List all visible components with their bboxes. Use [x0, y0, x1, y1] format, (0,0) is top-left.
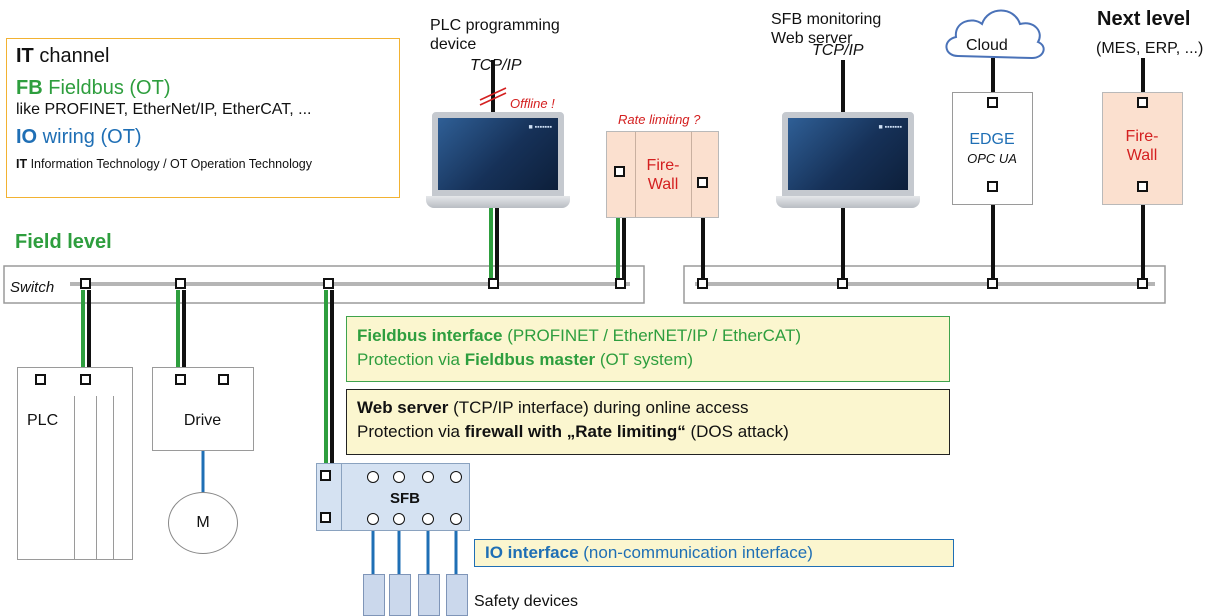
- legend-fb-examples: like PROFINET, EtherNet/IP, EtherCAT, ..…: [16, 101, 312, 118]
- motor: M: [168, 492, 238, 554]
- fieldbus-cable-laptop1: [489, 200, 499, 284]
- cloud-label: Cloud: [966, 37, 1008, 54]
- drive-device: Drive: [152, 367, 254, 451]
- legend-fb: FB Fieldbus (OT): [16, 77, 171, 99]
- sfb-terminal-top-1: [367, 471, 379, 483]
- offline-break-2: [479, 92, 507, 106]
- plc-prog-protocol: TCP/IP: [470, 57, 522, 74]
- io-info-box: IO interface (non-communication interfac…: [474, 539, 954, 567]
- safety-devices-label: Safety devices: [474, 593, 579, 610]
- plc-programming-label: PLC programming device: [430, 17, 560, 53]
- offline-break-1: [479, 87, 507, 101]
- cloud-shape: [945, 9, 1045, 60]
- drive-port-2: [218, 374, 229, 385]
- sfb-terminal-top-2: [393, 471, 405, 483]
- plc-label: PLC: [27, 412, 59, 429]
- edge-port-top: [987, 97, 998, 108]
- switch2-port-laptop2: [837, 278, 848, 289]
- plc-programming-laptop: ■ ▪▪▪▪▪▪▪: [426, 112, 570, 208]
- switch-port-laptop1: [488, 278, 499, 289]
- next-level-sub: (MES, ERP, ...): [1096, 40, 1204, 57]
- switch2-port-edge: [987, 278, 998, 289]
- sfb-port-1: [320, 470, 331, 481]
- legend-box: IT channel FB Fieldbus (OT) like PROFINE…: [6, 38, 400, 198]
- switch-port-drive: [175, 278, 186, 289]
- sfb-terminal-top-3: [422, 471, 434, 483]
- switch-label: Switch: [10, 279, 55, 296]
- switch-port-plc: [80, 278, 91, 289]
- sfb-terminal-bottom-3: [422, 513, 434, 525]
- sfb-terminal-bottom-2: [393, 513, 405, 525]
- plc-device: PLC: [17, 367, 133, 560]
- sfb-terminal-bottom-1: [367, 513, 379, 525]
- sfb-port-2: [320, 512, 331, 523]
- safety-device-4: [446, 574, 468, 616]
- drive-label: Drive: [183, 412, 222, 429]
- firewall-1-port-ot: [614, 166, 625, 177]
- plc-port-2: [80, 374, 91, 385]
- field-level-title: Field level: [15, 231, 112, 253]
- switch-port-firewall: [615, 278, 626, 289]
- sfb-terminal-top-4: [450, 471, 462, 483]
- edge-port-bottom: [987, 181, 998, 192]
- webserver-info-box: Web server (TCP/IP interface) during onl…: [346, 389, 950, 455]
- drive-port-1: [175, 374, 186, 385]
- sfb-terminal-bottom-4: [450, 513, 462, 525]
- firewall-2-port-bottom: [1137, 181, 1148, 192]
- firewall-1-label: Fire-Wall: [646, 157, 680, 193]
- firewall-2-label: Fire-Wall: [1125, 128, 1159, 164]
- legend-io: IO wiring (OT): [16, 126, 142, 148]
- offline-label: Offline !: [510, 96, 555, 111]
- fieldbus-cable-plc: [81, 290, 91, 380]
- safety-device-2: [389, 574, 411, 616]
- sfb-monitoring-label: SFB monitoring Web server: [771, 11, 882, 47]
- firewall-1-port-it: [697, 177, 708, 188]
- legend-it: IT channel: [16, 45, 110, 67]
- sfb-label: SFB: [390, 490, 420, 507]
- switch2-port-fw2: [1137, 278, 1148, 289]
- sfb-monitoring-protocol: TCP/IP: [812, 42, 864, 59]
- opc-ua-label: OPC UA: [967, 151, 1017, 166]
- safety-device-3: [418, 574, 440, 616]
- fieldbus-cable-drive: [176, 290, 186, 380]
- switch2-port-firewall: [697, 278, 708, 289]
- edge-label: EDGE: [969, 131, 1015, 148]
- fieldbus-cable-sfb: [324, 290, 334, 476]
- plc-port-1: [35, 374, 46, 385]
- rate-limiting-label: Rate limiting ?: [618, 112, 701, 127]
- safety-device-1: [363, 574, 385, 616]
- next-level-label: Next level: [1097, 8, 1191, 30]
- switch-port-sfb: [323, 278, 334, 289]
- sfb-monitoring-laptop: ■ ▪▪▪▪▪▪▪: [776, 112, 920, 208]
- fieldbus-info-box: Fieldbus interface (PROFINET / EtherNET/…: [346, 316, 950, 382]
- firewall-2-port-top: [1137, 97, 1148, 108]
- legend-footnote: IT Information Technology / OT Operation…: [16, 157, 313, 171]
